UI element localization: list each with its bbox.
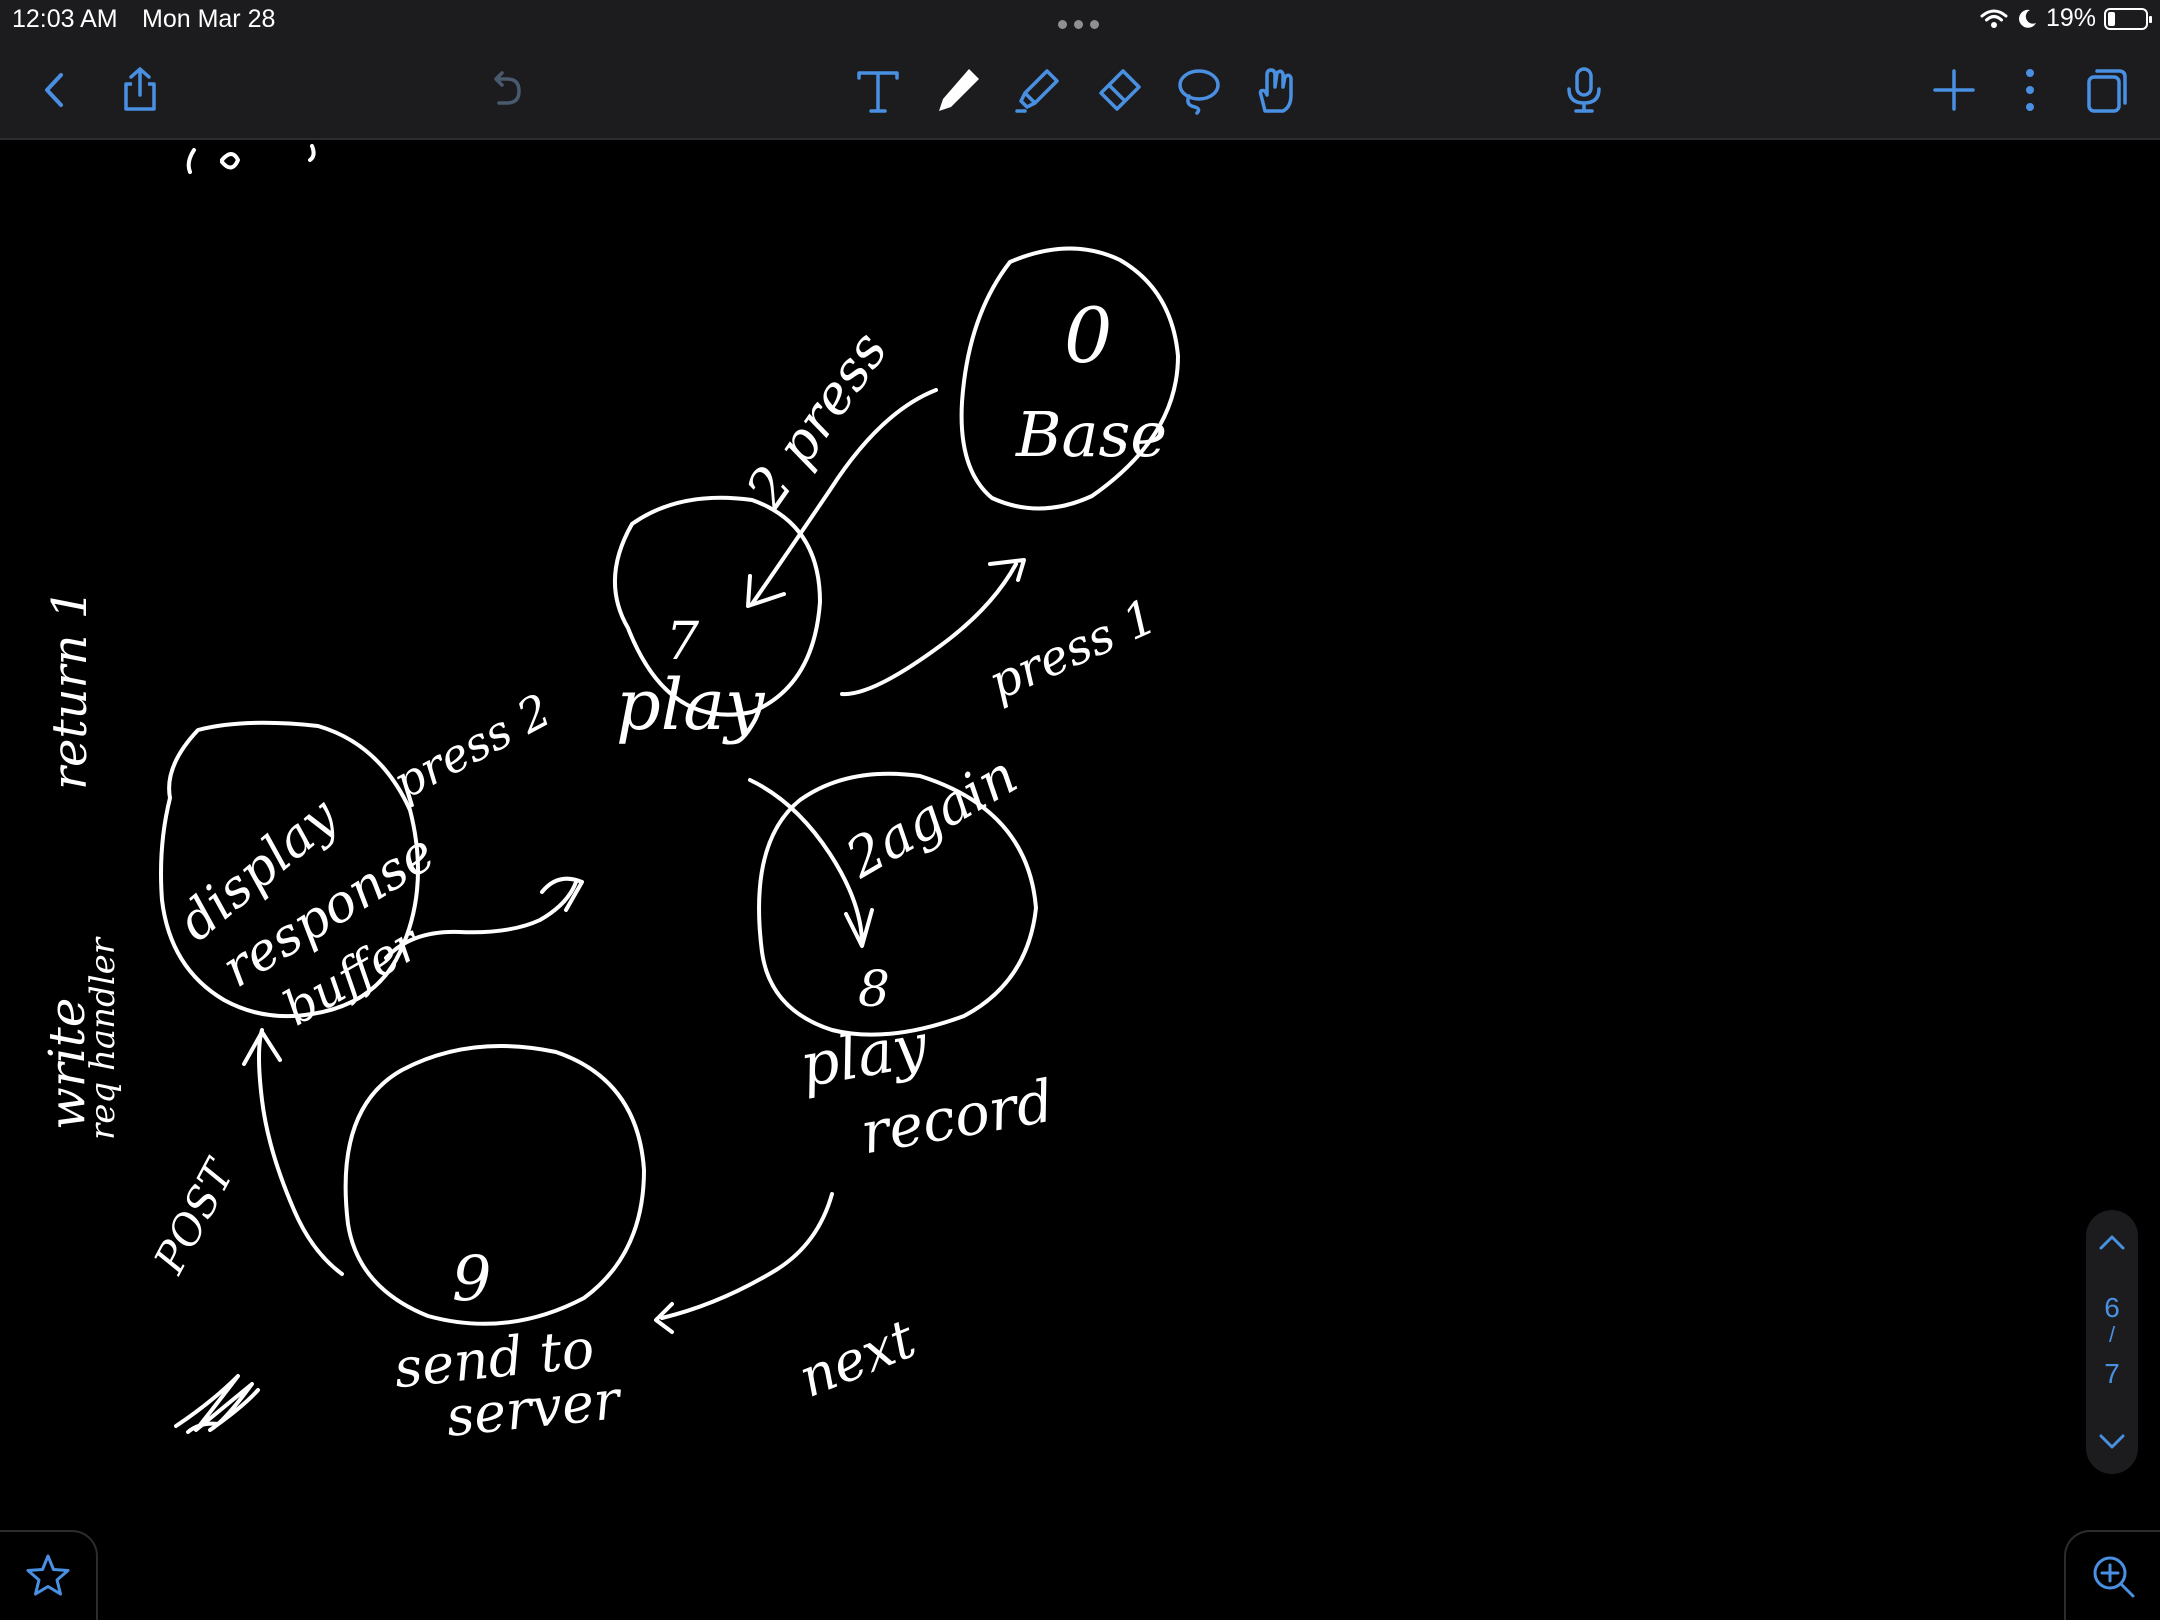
toolbar xyxy=(0,40,2160,140)
ink-scribble-top xyxy=(186,144,316,174)
favorite-button[interactable] xyxy=(0,1530,98,1620)
battery-icon xyxy=(2104,7,2152,30)
total-page-count: 7 xyxy=(2104,1358,2120,1389)
state-7-circle xyxy=(612,495,822,717)
arrowhead-8-to-9 xyxy=(654,1302,674,1334)
state-0-label: Base xyxy=(1016,398,1168,471)
state-8-number: 8 xyxy=(858,960,890,1018)
page-down-chevron-icon[interactable] xyxy=(2092,1422,2132,1462)
arrow-8-to-9 xyxy=(660,1192,834,1320)
arrowhead-display-to-7 xyxy=(540,876,584,912)
arrowhead-7-to-0 xyxy=(988,558,1026,582)
back-chevron-icon[interactable] xyxy=(24,60,84,120)
arrow-9-to-display xyxy=(257,1028,344,1276)
lasso-icon[interactable] xyxy=(1168,60,1228,120)
status-date: Mon Mar 28 xyxy=(142,5,276,33)
ink-post-scribble xyxy=(174,1374,260,1434)
status-right: 19% xyxy=(1980,4,2152,33)
status-time: 12:03 AM xyxy=(12,5,118,33)
battery-fill xyxy=(2108,11,2115,26)
page-separator: / xyxy=(2108,1322,2116,1347)
state-9-circle xyxy=(343,1044,646,1326)
eraser-icon[interactable] xyxy=(1088,60,1148,120)
arrowhead-0-to-7 xyxy=(746,574,786,608)
do-not-disturb-moon-icon xyxy=(2019,9,2036,28)
state-display-circle xyxy=(159,720,420,1019)
state-8-circle xyxy=(757,771,1038,1037)
arrow-display-to-7 xyxy=(384,880,578,960)
add-page-icon[interactable] xyxy=(1924,60,1984,120)
arrowhead-7-to-8 xyxy=(844,908,874,948)
state-0-circle xyxy=(959,246,1180,511)
arrow-7-to-0 xyxy=(840,562,1018,697)
state-0-number: 0 xyxy=(1064,291,1113,380)
state-9-number: 9 xyxy=(452,1242,492,1315)
zoom-button[interactable] xyxy=(2064,1530,2160,1620)
current-page-number: 6 xyxy=(2104,1292,2120,1323)
hand-pointer-icon[interactable] xyxy=(1246,60,1306,120)
arrowhead-9-to-display xyxy=(242,1030,282,1066)
drawing-canvas[interactable]: 0 Base 7 play 8 play record 9 send to se… xyxy=(0,140,2160,1620)
state-7-label: play xyxy=(616,664,765,746)
status-bar: 12:03 AM Mon Mar 28 19% xyxy=(0,0,2160,40)
side-note-return: return 1 xyxy=(42,588,98,790)
favorite-star-icon xyxy=(26,1554,70,1596)
microphone-icon[interactable] xyxy=(1554,60,1614,120)
undo-icon[interactable] xyxy=(478,60,538,120)
state-7-number: 7 xyxy=(666,612,700,672)
share-icon[interactable] xyxy=(110,60,170,120)
side-note-req-handler: req handler xyxy=(83,937,123,1140)
battery-percent: 19% xyxy=(2045,4,2096,32)
page-thumbnails-icon[interactable] xyxy=(2076,60,2136,120)
multitasking-dots-icon[interactable] xyxy=(1054,6,1104,42)
page-navigator: 6 / 7 xyxy=(2086,1210,2138,1474)
page-up-chevron-icon[interactable] xyxy=(2092,1222,2132,1262)
text-tool-icon[interactable] xyxy=(848,60,908,120)
more-options-icon[interactable] xyxy=(2000,60,2060,120)
wifi-icon xyxy=(1980,9,2008,28)
pen-tool-icon[interactable] xyxy=(928,60,988,120)
highlighter-icon[interactable] xyxy=(1008,60,1068,120)
zoom-in-icon xyxy=(2093,1556,2135,1598)
arrow-0-to-7 xyxy=(750,388,938,606)
arrow-7-to-8 xyxy=(748,778,864,942)
ink-layer xyxy=(159,144,1180,1434)
